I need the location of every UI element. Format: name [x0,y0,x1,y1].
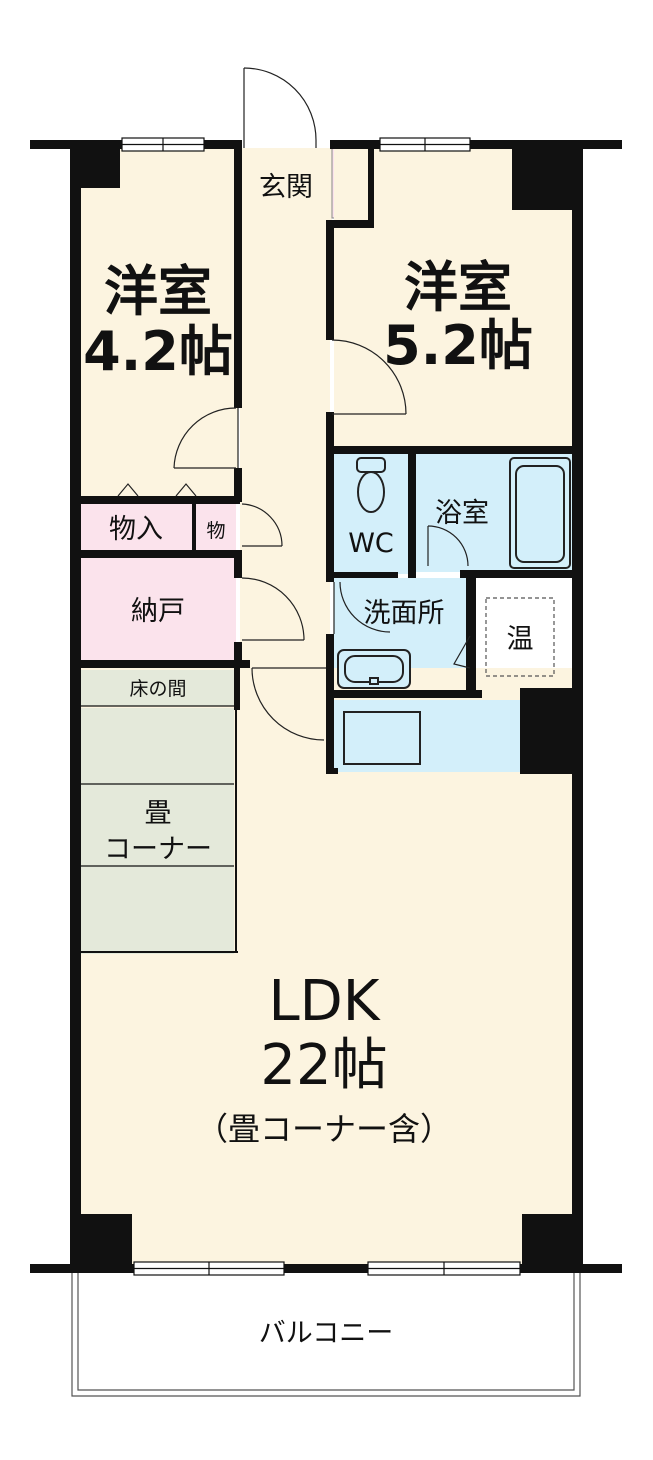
wall-wash-right [466,578,476,690]
door-closet-small [241,503,283,547]
room-western-4-2-fill [80,148,238,498]
tokonoma-label: 床の間 [129,678,186,700]
wall-room2-left-lower [326,412,334,582]
wall-room2-bottom [326,446,582,454]
window-room1 [121,137,205,152]
wall-top-right [330,140,622,149]
wall-room1-right [234,148,242,408]
bathroom-label: 浴室 [435,498,489,529]
room1-name: 洋室 [104,260,212,323]
washroom-label: 洗面所 [364,598,445,629]
kitchen-counter [334,700,520,772]
ldk-size: 22帖 [260,1033,387,1098]
bathtub-icon [509,457,571,569]
window-ldk-right [367,1261,521,1276]
wall-storage-right [234,550,242,578]
ldk-name: LDK [268,969,380,1034]
storage-label: 納戸 [131,596,185,627]
tatami-fill [80,708,234,954]
wall-room2-left-top [326,220,374,228]
entrance-label: 玄関 [259,172,313,203]
closet-fill [80,504,192,550]
wall-room1-right-lower [234,468,242,502]
door-ldk [251,667,326,741]
door-room2 [331,339,407,415]
door-front [243,67,317,148]
pillar-bottom-right [522,1214,582,1272]
closet-small-fill [196,504,236,550]
wall-storage-right-lower [234,642,242,668]
door-room1 [173,407,239,469]
wall-entrance-right [368,148,374,222]
tatami-lines [80,705,238,953]
wall-wash-bottom [326,690,482,698]
wall-bottom [30,1264,622,1273]
door-washroom [333,581,391,634]
wall-closet-bottom [80,550,240,558]
closet-folding-doors [117,483,197,497]
room1-size: 4.2帖 [83,320,233,383]
entrance-fill [240,148,332,220]
door-storage [241,577,305,641]
water-heater-fill [480,590,560,682]
kitchen-sink-icon [343,711,421,765]
balcony-label: バルコニー [259,1318,393,1349]
window-room2 [379,137,471,152]
window-ldk-left [133,1261,285,1276]
door-bathroom [427,525,469,567]
wall-wc-bottom [334,572,398,578]
washer-outline-icon [453,635,471,669]
room2-size: 5.2帖 [383,314,533,377]
wall-left [70,140,81,1270]
wall-storage-bottom [80,660,250,668]
closet-label: 物入 [109,514,163,545]
wall-tatami-right [234,668,240,710]
room2-name: 洋室 [404,256,512,319]
tatami-label-2: コーナー [104,834,212,865]
closet-small-label: 物 [206,520,225,542]
sink-icon [337,649,411,689]
wall-closet-div [192,504,196,550]
wall-wash-left-lower [326,634,334,774]
pillar-kitchen [520,688,582,774]
wall-room2-left [326,220,334,340]
tokonoma-fill [80,670,234,706]
wall-room1-bottom [80,496,240,504]
hallway-fill [240,148,330,668]
pillar-top-right [512,140,582,210]
balcony-outline [71,1273,581,1397]
storage-fill [80,558,236,662]
toilet-label: WC [348,528,394,559]
tatami-label-1: 畳 [145,798,172,829]
wall-bath-bottom [460,570,582,578]
toilet-icon [356,457,386,513]
wall-kitchen-bottom [326,768,338,774]
pillar-top-left [70,140,120,188]
ldk-note: （畳コーナー含） [196,1110,452,1148]
water-heater-box [485,597,555,677]
pillar-bottom-left [70,1214,132,1272]
wall-wc-right [408,454,416,578]
water-heater-label: 温 [507,624,534,655]
